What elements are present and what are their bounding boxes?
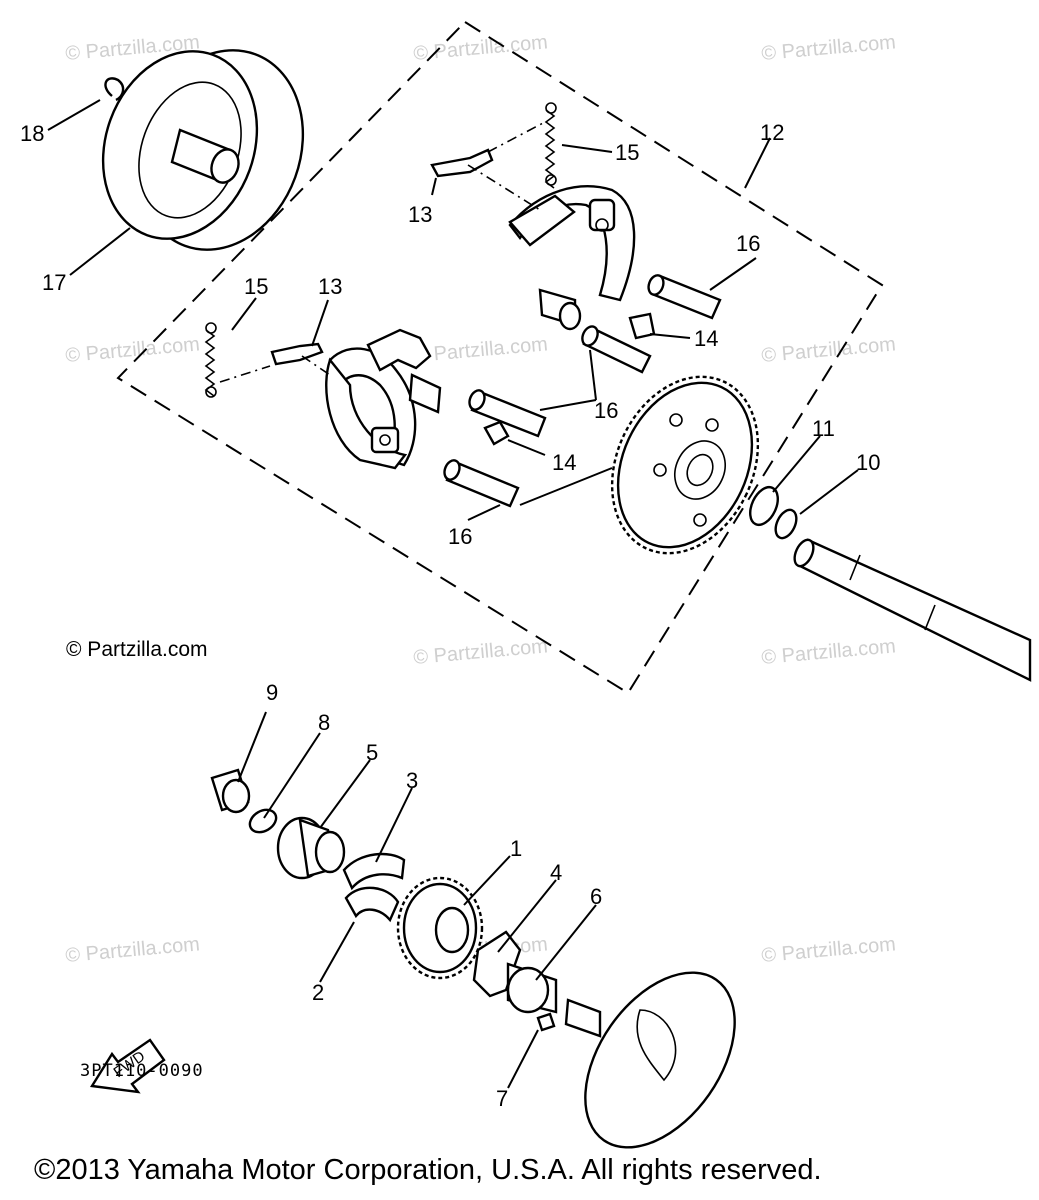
leader-lines <box>47 99 859 1089</box>
pawl-upper <box>430 148 494 178</box>
callout-17: 17 <box>42 270 66 295</box>
callout-9: 9 <box>266 680 278 705</box>
washer-8 <box>248 808 278 834</box>
callout-18: 18 <box>20 121 44 146</box>
collar-5 <box>276 816 346 880</box>
watermark: © Partzilla.com <box>413 333 549 367</box>
circlip-10 <box>774 508 798 540</box>
callout-2: 2 <box>312 980 324 1005</box>
watermark: © Partzilla.com <box>761 933 897 967</box>
fwd-arrow: FWD <box>89 1038 166 1094</box>
callout-11: 11 <box>812 416 835 441</box>
primary-shaft <box>793 538 1032 682</box>
callout-6: 6 <box>590 884 602 909</box>
pawl-lower <box>270 342 324 366</box>
callout-13: 13 <box>408 202 432 227</box>
watermark: © Partzilla.com <box>65 333 201 367</box>
watermark: © Partzilla.com <box>761 635 897 669</box>
copyright-notice: ©2013 Yamaha Motor Corporation, U.S.A. A… <box>34 1154 822 1186</box>
center-line <box>487 121 546 153</box>
callout-14: 14 <box>694 326 718 351</box>
callout-12: 12 <box>760 120 784 145</box>
drawing-code: 3PT110-0090 <box>80 1061 204 1081</box>
pin-lower <box>443 459 520 508</box>
callout-10: 10 <box>856 450 880 475</box>
watermark: © Partzilla.com <box>761 31 897 65</box>
callouts: 18 17 15 13 12 16 15 13 14 16 14 16 11 1… <box>20 120 880 1111</box>
circlip <box>104 77 125 102</box>
collar-lower <box>483 420 510 446</box>
washer <box>749 485 779 527</box>
callout-3: 3 <box>406 768 418 793</box>
bushing-6 <box>506 962 558 1014</box>
pin-middle-lower <box>468 389 547 438</box>
assembly-boundary <box>116 21 884 695</box>
callout-16: 16 <box>448 524 472 549</box>
callout-15: 15 <box>244 274 268 299</box>
callout-16: 16 <box>594 398 618 423</box>
callout-7: 7 <box>496 1086 508 1111</box>
partzilla-credit: © Partzilla.com <box>66 638 208 661</box>
spring-upper <box>544 102 557 189</box>
callout-5: 5 <box>366 740 378 765</box>
center-line <box>467 164 541 211</box>
callout-16: 16 <box>736 231 760 256</box>
watermark: © Partzilla.com <box>761 333 897 367</box>
center-line <box>301 355 331 376</box>
callout-8: 8 <box>318 710 330 735</box>
callout-4: 4 <box>550 860 562 885</box>
callout-15: 15 <box>615 140 639 165</box>
pin-upper <box>647 274 722 320</box>
clutch-shoe-upper <box>508 185 636 331</box>
clutch-housing <box>101 49 305 251</box>
pin-middle-upper <box>581 325 652 374</box>
callout-14: 14 <box>552 450 576 475</box>
primary-drive-gear <box>396 876 484 980</box>
watermark: © Partzilla.com <box>413 635 549 669</box>
center-line <box>219 365 271 383</box>
watermark: © Partzilla.com <box>413 31 549 65</box>
spacer-3 <box>342 852 406 891</box>
spring-lower <box>204 322 217 398</box>
crank-shaft <box>564 971 736 1149</box>
watermark: © Partzilla.com <box>65 933 201 967</box>
callout-13: 13 <box>318 274 342 299</box>
callout-1: 1 <box>510 836 522 861</box>
key-7 <box>536 1012 556 1032</box>
driven-gear <box>610 375 760 555</box>
clutch-shoe-lower <box>325 328 442 470</box>
bushing-9 <box>210 768 251 814</box>
spacer-2 <box>344 886 400 923</box>
